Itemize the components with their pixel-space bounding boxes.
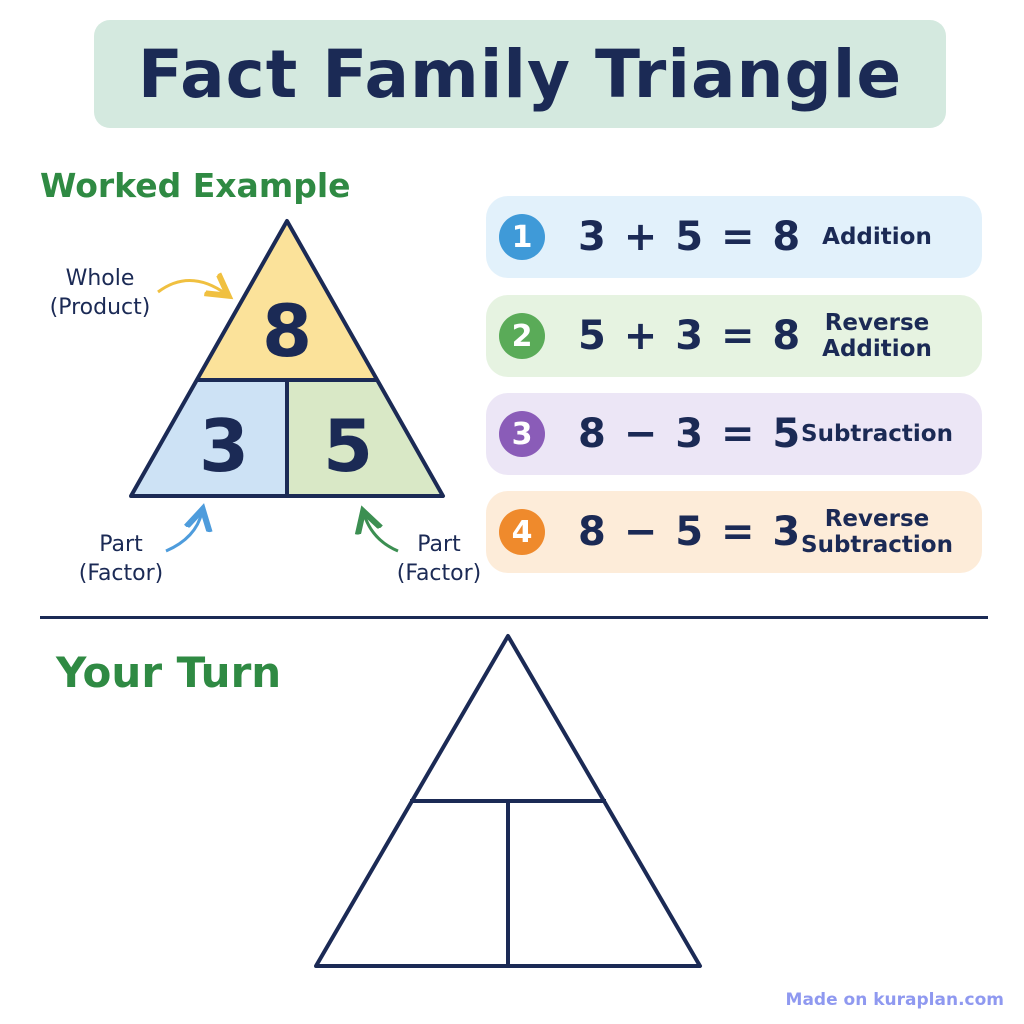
watermark: Made on kuraplan.com	[785, 990, 1004, 1010]
section-divider	[40, 616, 988, 619]
fact-row-reverse-addition: 2 5 + 3 = 8 Reverse Addition	[486, 295, 982, 377]
operation-label-3: Subtraction	[801, 421, 953, 447]
whole-value: 8	[262, 289, 312, 373]
part-left-label: Part (Factor)	[66, 530, 176, 588]
part-right-arrow	[364, 514, 399, 553]
equation-3: 8 − 3 = 5	[578, 411, 803, 457]
part-right-label-line1: Part	[417, 532, 461, 557]
part-left-value: 3	[199, 404, 249, 488]
step-1-badge: 1	[499, 214, 545, 260]
your-turn-heading: Your Turn	[56, 648, 282, 697]
whole-section	[197, 221, 377, 380]
whole-arrow	[157, 280, 226, 294]
operation-label-2: Reverse Addition	[822, 310, 932, 362]
part-right-label: Part (Factor)	[384, 530, 494, 588]
whole-label-line1: Whole	[65, 266, 135, 291]
whole-label-line2: (Product)	[49, 295, 151, 320]
worked-example-heading: Worked Example	[40, 166, 351, 205]
page-title: Fact Family Triangle	[137, 35, 903, 113]
whole-label: Whole (Product)	[40, 264, 160, 322]
title-banner: Fact Family Triangle	[94, 20, 946, 128]
part-right-label-line2: (Factor)	[396, 561, 482, 586]
equation-2: 5 + 3 = 8	[578, 313, 803, 359]
equation-4: 8 − 5 = 3	[578, 509, 803, 555]
left-part-section	[131, 380, 287, 496]
part-right-value: 5	[323, 404, 373, 488]
step-3-badge: 3	[499, 411, 545, 457]
fact-row-reverse-subtraction: 4 8 − 5 = 3 Reverse Subtraction	[486, 491, 982, 573]
part-left-label-line2: (Factor)	[78, 561, 164, 586]
part-left-label-line1: Part	[99, 532, 143, 557]
step-4-badge: 4	[499, 509, 545, 555]
operation-label-4: Reverse Subtraction	[801, 506, 953, 558]
equation-1: 3 + 5 = 8	[578, 214, 803, 260]
fact-row-addition: 1 3 + 5 = 8 Addition	[486, 196, 982, 278]
step-2-badge: 2	[499, 313, 545, 359]
operation-label-1: Addition	[822, 224, 932, 250]
fact-row-subtraction: 3 8 − 3 = 5 Subtraction	[486, 393, 982, 475]
part-left-arrow	[165, 512, 202, 553]
right-part-section	[287, 380, 443, 496]
